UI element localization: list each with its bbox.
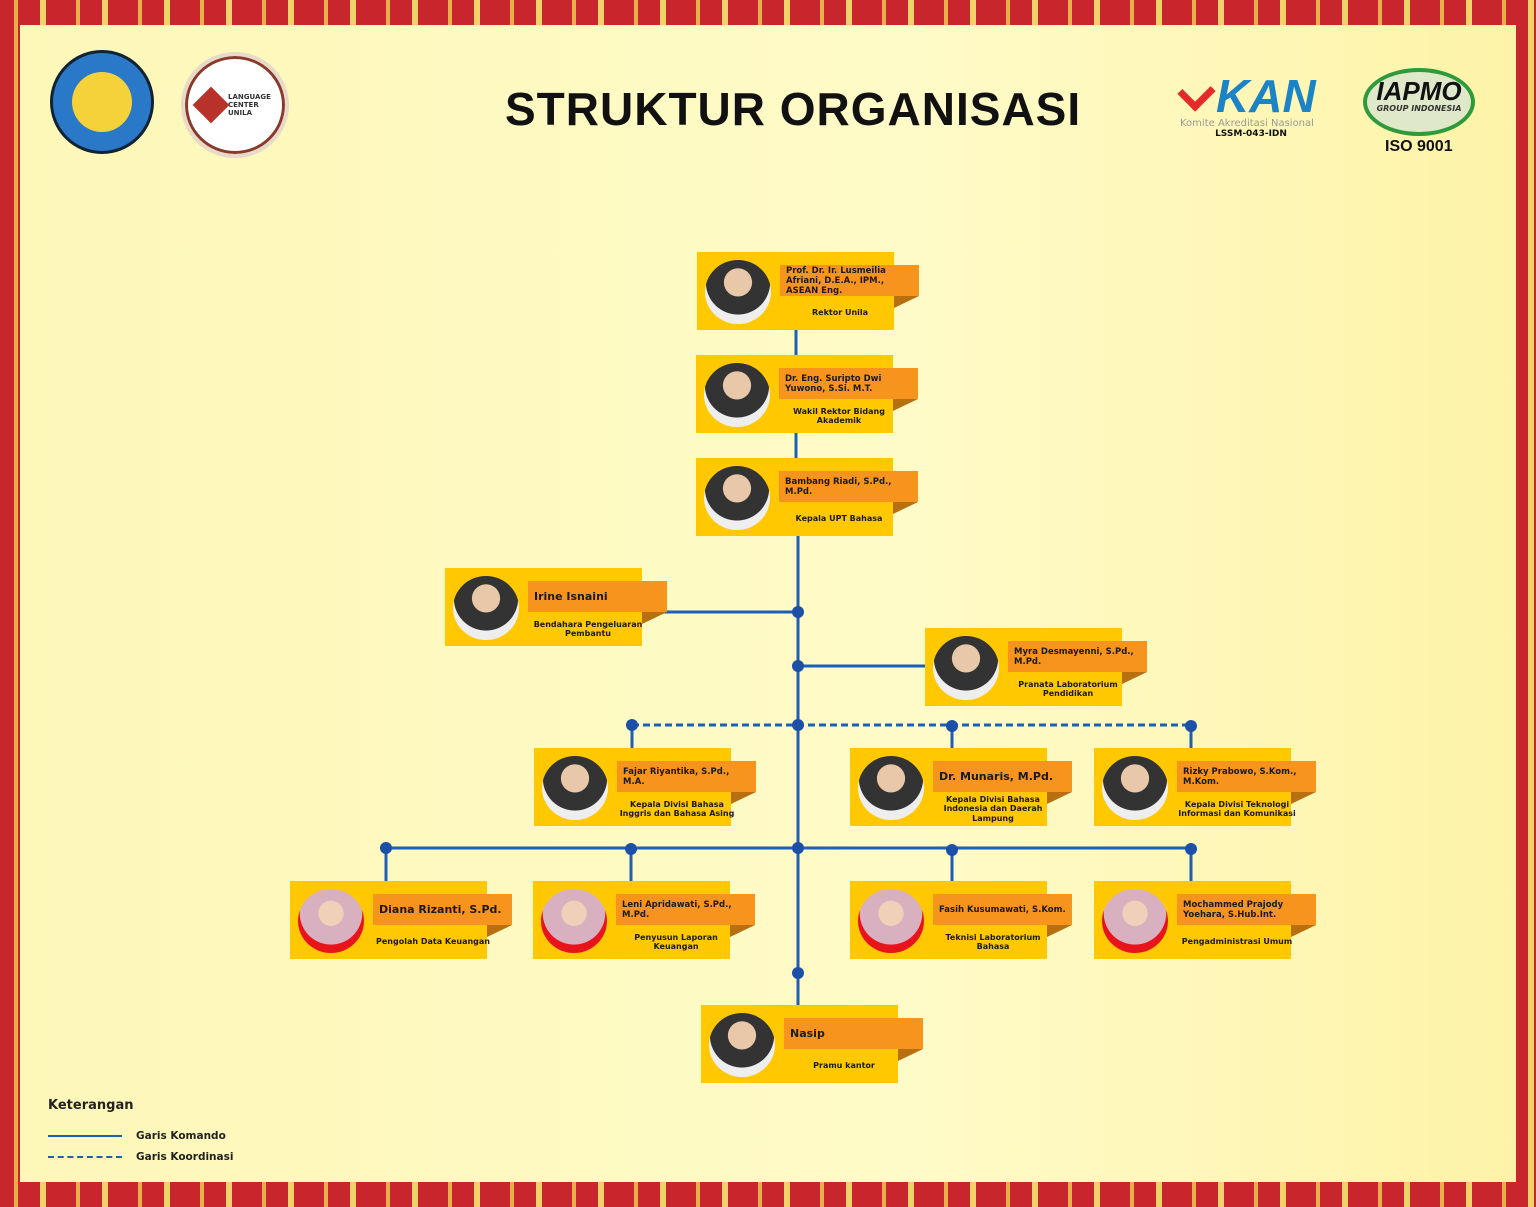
connector-dot bbox=[792, 606, 804, 618]
member-photo bbox=[705, 260, 771, 324]
connector-dot bbox=[792, 660, 804, 672]
member-role: Kepala Divisi Teknologi Informasi dan Ko… bbox=[1178, 799, 1296, 819]
legend-item-coordination: Garis Koordinasi bbox=[48, 1146, 233, 1167]
iapmo-logo-text: IAPMO bbox=[1376, 76, 1462, 106]
connector-dot bbox=[946, 844, 958, 856]
member-card: Myra Desmayenni, S.Pd., M.Pd. Pranata La… bbox=[925, 628, 1147, 706]
member-role: Kepala UPT Bahasa bbox=[795, 514, 883, 524]
legend-title: Keterangan bbox=[48, 1098, 134, 1113]
member-card: Mochammed Prajody Yoehara, S.Hub.Int. Pe… bbox=[1094, 881, 1316, 959]
member-name: Leni Apridawati, S.Pd., M.Pd. bbox=[616, 894, 755, 925]
legend-label: Garis Komando bbox=[136, 1129, 226, 1142]
kan-logo: KAN Komite Akreditasi Nasional LSSM-043-… bbox=[1180, 73, 1322, 139]
kan-code: LSSM-043-IDN bbox=[1215, 129, 1287, 139]
label-fold bbox=[893, 399, 918, 411]
label-fold bbox=[642, 612, 667, 624]
member-role: Wakil Rektor Bidang Akademik bbox=[793, 406, 885, 426]
member-photo bbox=[542, 756, 608, 820]
label-fold bbox=[730, 925, 755, 937]
member-card: Nasip Pramu kantor bbox=[701, 1005, 923, 1083]
legend: Keterangan Garis Komando Garis Koordinas… bbox=[48, 1098, 233, 1167]
kan-logo-text: KAN bbox=[1180, 73, 1322, 119]
connector-dot bbox=[625, 843, 637, 855]
label-fold bbox=[1122, 672, 1147, 684]
member-photo bbox=[858, 889, 924, 953]
language-center-logo: LANGUAGE CENTER UNILA bbox=[181, 52, 289, 158]
member-photo bbox=[298, 889, 364, 953]
member-photo bbox=[541, 889, 607, 953]
kan-subtitle: Komite Akreditasi Nasional bbox=[1180, 118, 1314, 129]
label-fold bbox=[898, 1049, 923, 1061]
iso-label: ISO 9001 bbox=[1385, 138, 1453, 155]
dashed-line-swatch bbox=[48, 1155, 122, 1158]
member-role: Kepala Divisi Bahasa Inggris dan Bahasa … bbox=[619, 799, 735, 819]
member-photo bbox=[453, 576, 519, 640]
connector-dot bbox=[792, 967, 804, 979]
chart-background bbox=[20, 25, 1516, 1182]
member-name: Nasip bbox=[784, 1018, 923, 1049]
member-photo bbox=[704, 466, 770, 530]
member-card: Fajar Riyantika, S.Pd., M.A. Kepala Divi… bbox=[534, 748, 756, 826]
label-fold bbox=[894, 296, 919, 308]
connector-dot bbox=[1185, 720, 1197, 732]
member-name: Fasih Kusumawati, S.Kom. bbox=[933, 894, 1072, 925]
iapmo-sub: GROUP INDONESIA bbox=[1376, 104, 1462, 113]
member-role: Teknisi Laboratorium Bahasa bbox=[945, 932, 1041, 952]
label-fold bbox=[1047, 925, 1072, 937]
legend-label: Garis Koordinasi bbox=[136, 1150, 234, 1163]
connector-dot bbox=[792, 842, 804, 854]
member-name: Myra Desmayenni, S.Pd., M.Pd. bbox=[1008, 641, 1147, 672]
page-title: STRUKTUR ORGANISASI bbox=[505, 83, 1082, 135]
member-photo bbox=[933, 636, 999, 700]
member-role: Pengadministrasi Umum bbox=[1181, 937, 1293, 947]
label-fold bbox=[487, 925, 512, 937]
member-card: Prof. Dr. Ir. Lusmeilia Afriani, D.E.A.,… bbox=[697, 252, 919, 330]
unila-logo bbox=[50, 50, 154, 154]
connector-dot bbox=[380, 842, 392, 854]
member-role: Penyusun Laporan Keuangan bbox=[634, 932, 718, 952]
connector-dot bbox=[792, 719, 804, 731]
connector-dot bbox=[626, 719, 638, 731]
member-card: Diana Rizanti, S.Pd. Pengolah Data Keuan… bbox=[290, 881, 512, 959]
member-photo bbox=[709, 1013, 775, 1077]
label-fold bbox=[1047, 792, 1072, 804]
member-card: Fasih Kusumawati, S.Kom. Teknisi Laborat… bbox=[850, 881, 1072, 959]
member-card: Dr. Munaris, M.Pd. Kepala Divisi Bahasa … bbox=[850, 748, 1072, 826]
member-role: Rektor Unila bbox=[811, 308, 869, 318]
member-name: Dr. Munaris, M.Pd. bbox=[933, 761, 1072, 792]
solid-line-swatch bbox=[48, 1134, 122, 1137]
member-photo bbox=[858, 756, 924, 820]
member-name: Rizky Prabowo, S.Kom., M.Kom. bbox=[1177, 761, 1316, 792]
member-card: Leni Apridawati, S.Pd., M.Pd. Penyusun L… bbox=[533, 881, 755, 959]
member-name: Mochammed Prajody Yoehara, S.Hub.Int. bbox=[1177, 894, 1316, 925]
label-fold bbox=[893, 502, 918, 514]
connector-dot bbox=[1185, 843, 1197, 855]
member-name: Bambang Riadi, S.Pd., M.Pd. bbox=[779, 471, 918, 502]
member-name: Prof. Dr. Ir. Lusmeilia Afriani, D.E.A.,… bbox=[780, 265, 919, 296]
member-role: Pengolah Data Keuangan bbox=[376, 937, 490, 947]
member-name: Dr. Eng. Suripto Dwi Yuwono, S.Si. M.T. bbox=[779, 368, 918, 399]
member-role: Kepala Divisi Bahasa Indonesia dan Daera… bbox=[943, 794, 1043, 823]
member-role: Bendahara Pengeluaran Pembantu bbox=[533, 619, 643, 639]
member-card: Irine Isnaini Bendahara Pengeluaran Pemb… bbox=[445, 568, 667, 646]
member-card: Bambang Riadi, S.Pd., M.Pd. Kepala UPT B… bbox=[696, 458, 918, 536]
member-name: Diana Rizanti, S.Pd. bbox=[373, 894, 512, 925]
language-center-logo-text: LANGUAGE CENTER UNILA bbox=[228, 93, 271, 117]
member-photo bbox=[1102, 756, 1168, 820]
member-role: Pranata Laboratorium Pendidikan bbox=[1018, 679, 1118, 699]
label-fold bbox=[1291, 792, 1316, 804]
member-card: Dr. Eng. Suripto Dwi Yuwono, S.Si. M.T. … bbox=[696, 355, 918, 433]
legend-item-command: Garis Komando bbox=[48, 1125, 233, 1146]
member-card: Rizky Prabowo, S.Kom., M.Kom. Kepala Div… bbox=[1094, 748, 1316, 826]
member-name: Irine Isnaini bbox=[528, 581, 667, 612]
member-role: Pramu kantor bbox=[813, 1061, 875, 1071]
connector-dot bbox=[946, 720, 958, 732]
member-photo bbox=[704, 363, 770, 427]
label-fold bbox=[731, 792, 756, 804]
member-name: Fajar Riyantika, S.Pd., M.A. bbox=[617, 761, 756, 792]
label-fold bbox=[1291, 925, 1316, 937]
member-photo bbox=[1102, 889, 1168, 953]
